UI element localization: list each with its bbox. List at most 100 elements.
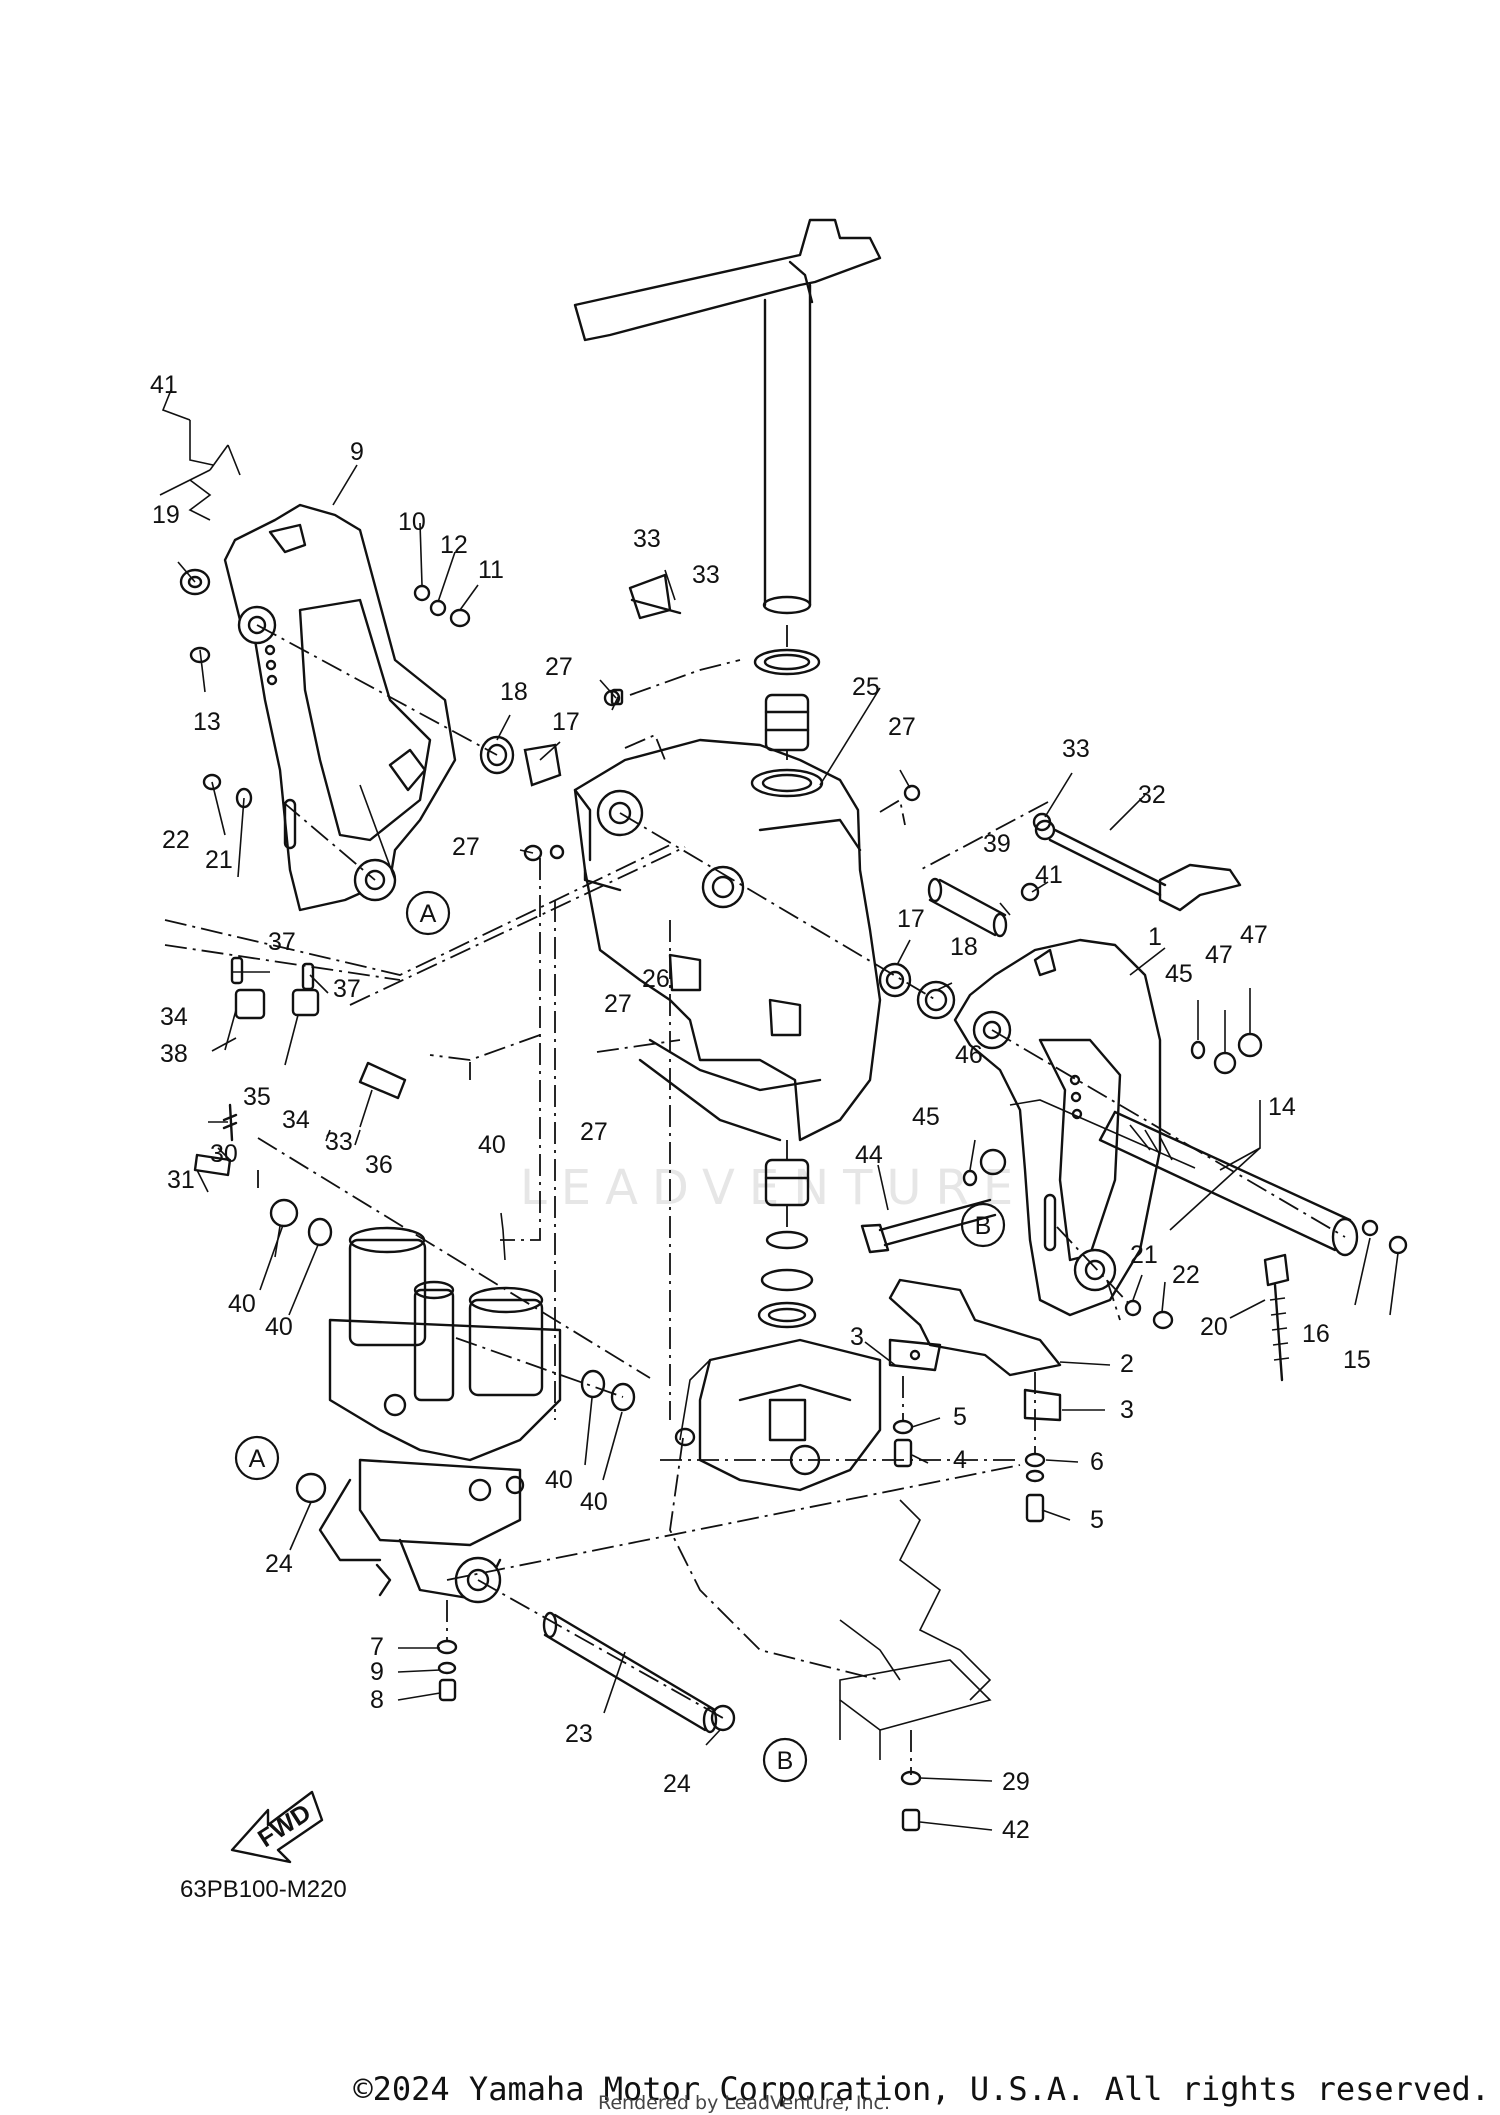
callout-7: 8	[370, 1686, 384, 1714]
callout-3: 3	[1120, 1396, 1134, 1424]
clamp-bracket-right	[953, 938, 1162, 1317]
leader-lines	[159, 389, 1399, 1831]
callout-17: 17	[897, 905, 925, 933]
callout-30: 31	[167, 1166, 195, 1194]
pin-23	[542, 1611, 718, 1734]
callout-20: 20	[1200, 1313, 1228, 1341]
callout-38: 38	[160, 1040, 188, 1068]
bolt-44	[860, 1198, 997, 1254]
alignment-lines	[164, 624, 1346, 1775]
callout-28: 29	[1002, 1768, 1030, 1796]
callout-47: 47	[1205, 941, 1233, 969]
callout-40: 40	[228, 1290, 256, 1318]
lower-bushings	[757, 1158, 817, 1329]
callout-16: 16	[1302, 1320, 1330, 1348]
ref-circle-b-right: B	[960, 1202, 1006, 1248]
callout-33: 33	[692, 561, 720, 589]
callout-18: 18	[500, 678, 528, 706]
callout-1: 1	[1148, 923, 1162, 951]
strap-bracket	[888, 1278, 1062, 1422]
callout-35: 35	[243, 1083, 271, 1111]
callout-5: 5	[953, 1403, 967, 1431]
callout-26: 26	[642, 965, 670, 993]
lower-casing-base	[698, 1338, 882, 1492]
steering-shaft-bushings	[753, 648, 821, 752]
callout-44: 44	[855, 1141, 883, 1169]
callout-22: 22	[162, 826, 190, 854]
swivel-bracket	[573, 738, 882, 1142]
callout-5: 6	[1090, 1448, 1104, 1476]
callout-8: 9	[370, 1658, 384, 1686]
ref-circle-a-upper: A	[405, 890, 451, 936]
copyright-notice: ©2024 Yamaha Motor Corporation, U.S.A. A…	[353, 2070, 1490, 2108]
callout-39: 39	[983, 830, 1011, 858]
callout-27: 27	[580, 1118, 608, 1146]
callout-3: 3	[850, 1323, 864, 1351]
callout-45: 45	[912, 1103, 940, 1131]
callout-32: 33	[633, 525, 661, 553]
callout-numbers: 41 9 19 10 12 11 13 33 33 27 18 17 25 27…	[150, 371, 1371, 1844]
anode-20	[1263, 1253, 1290, 1382]
callout-46: 46	[955, 1041, 983, 1069]
callout-23: 23	[565, 1720, 593, 1748]
diagram-code: 63PB100-M220	[180, 1876, 347, 1903]
fwd-arrow-icon: FWD	[230, 1790, 324, 1864]
ref-circle-b-lower: B	[762, 1737, 808, 1783]
callout-27: 27	[452, 833, 480, 861]
callout-36: 36	[365, 1151, 393, 1179]
callout-18: 18	[950, 933, 978, 961]
callout-19: 19	[152, 501, 180, 529]
callout-41: 41	[1035, 861, 1063, 889]
callout-21: 21	[205, 846, 233, 874]
callout-31: 32	[1138, 781, 1166, 809]
callout-34: 34	[282, 1106, 310, 1134]
callout-47: 47	[1240, 921, 1268, 949]
callout-24: 24	[265, 1550, 293, 1578]
ref-circle-a-lower: A	[234, 1435, 280, 1481]
svg-text:A: A	[420, 900, 437, 928]
callout-24: 24	[663, 1770, 691, 1798]
callout-27: 27	[604, 990, 632, 1018]
callout-34: 34	[160, 1003, 188, 1031]
callout-2: 2	[1120, 1350, 1134, 1378]
callout-11: 11	[478, 556, 504, 584]
callout-9: 9	[350, 438, 364, 466]
callout-33: 33	[1062, 735, 1090, 763]
callout-29: 30	[210, 1140, 238, 1168]
svg-text:B: B	[777, 1747, 794, 1775]
callout-40: 40	[265, 1313, 293, 1341]
small-hardware	[179, 568, 1408, 1832]
power-trim-tilt-unit	[318, 1226, 562, 1604]
callout-45: 45	[1165, 960, 1193, 988]
callout-21: 21	[1130, 1241, 1158, 1269]
callout-42: 42	[1002, 1816, 1030, 1844]
callout-40: 40	[545, 1466, 573, 1494]
callout-43: 41	[150, 371, 178, 399]
callout-22: 22	[1172, 1261, 1200, 1289]
callout-15: 15	[1343, 1346, 1371, 1374]
rendered-by-notice: Rendered by LeadVenture, Inc.	[598, 2092, 891, 2114]
callout-10: 10	[398, 508, 426, 536]
callout-37: 37	[268, 928, 296, 956]
callout-27: 27	[545, 653, 573, 681]
callout-41: 40	[478, 1131, 506, 1159]
callout-40: 40	[580, 1488, 608, 1516]
callout-12: 12	[440, 531, 468, 559]
callout-4: 5	[1090, 1506, 1104, 1534]
callout-13: 13	[193, 708, 221, 736]
callout-25: 25	[852, 673, 880, 701]
svg-text:A: A	[249, 1445, 266, 1473]
callout-4: 4	[953, 1446, 967, 1474]
callout-33: 33	[325, 1128, 353, 1156]
lower-casing-outline	[679, 1359, 992, 1760]
callout-6: 7	[370, 1633, 384, 1661]
tilt-pin	[1098, 1110, 1359, 1257]
tilt-lever-31	[1034, 819, 1242, 912]
callout-14: 14	[1268, 1093, 1296, 1121]
svg-text:B: B	[975, 1212, 992, 1240]
pin-39	[927, 877, 1008, 938]
callout-17: 17	[552, 708, 580, 736]
steering-arm	[573, 218, 882, 615]
callout-27: 27	[888, 713, 916, 741]
